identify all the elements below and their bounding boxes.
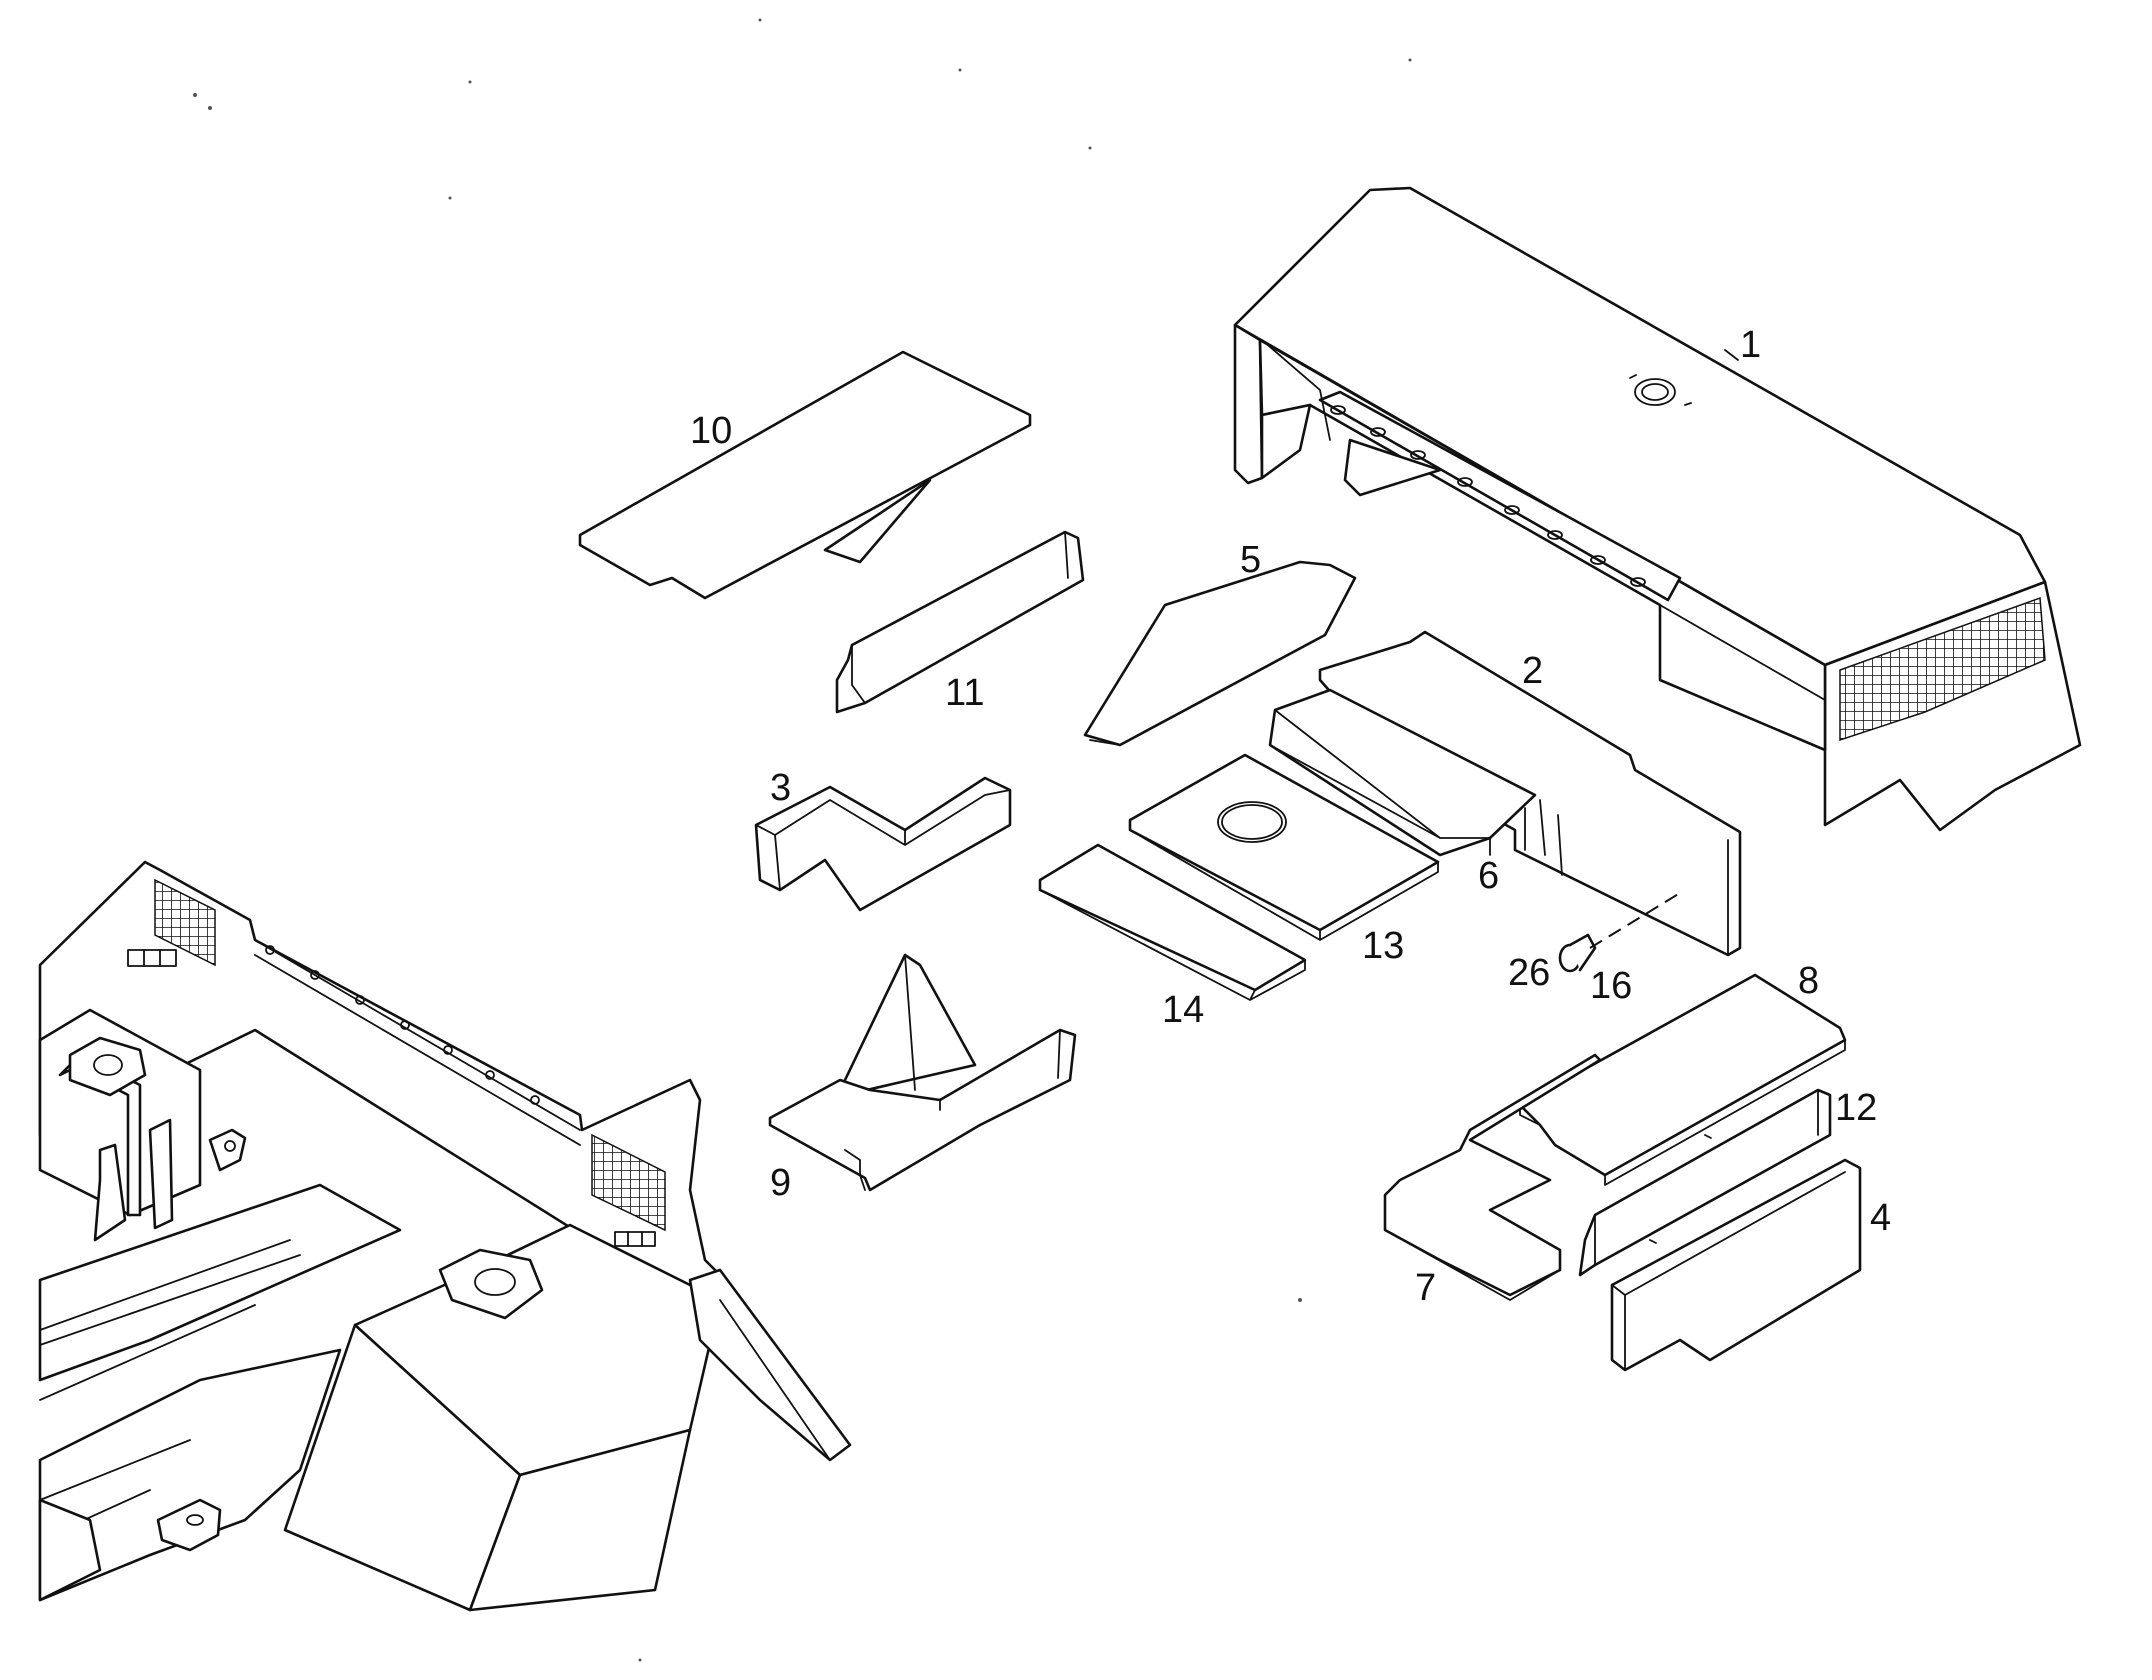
part-14-bar	[1038, 843, 1307, 1001]
part-16-knob	[1558, 892, 1681, 973]
part-4-panel	[1610, 1158, 1862, 1372]
callout-10: 10	[690, 410, 732, 452]
part-13-plate	[1128, 753, 1440, 941]
callout-7: 7	[1415, 1267, 1436, 1309]
callout-6: 6	[1478, 855, 1499, 897]
chassis-rail-holes	[265, 945, 540, 1105]
callout-2: 2	[1522, 650, 1543, 692]
callout-8: 8	[1798, 960, 1819, 1002]
part-1-hood	[1233, 186, 2082, 832]
callout-11: 11	[945, 672, 984, 714]
callout-14: 14	[1162, 989, 1204, 1031]
scan-specks	[193, 18, 1412, 1662]
callout-1: 1	[1740, 324, 1761, 366]
chassis-base	[38, 860, 852, 1612]
part-11-strip	[835, 530, 1085, 714]
part-5-wedge	[1083, 560, 1357, 747]
callout-4: 4	[1870, 1197, 1891, 1239]
callout-16: 16	[1590, 965, 1632, 1007]
callout-9: 9	[770, 1162, 791, 1204]
callout-26: 26	[1508, 952, 1550, 994]
callout-3: 3	[770, 767, 791, 809]
callout-labels: 1 10 5 11 2 3 6 13 14 26 16 8 12 9 4 7	[690, 324, 1891, 1309]
part-10-panel	[578, 350, 1032, 600]
part-6-slab	[1268, 688, 1537, 857]
part-9-trough	[768, 953, 1077, 1192]
hood-round-badge	[1634, 378, 1676, 406]
callout-5: 5	[1240, 539, 1261, 581]
part-7-floor	[1383, 1053, 1602, 1301]
callout-12: 12	[1835, 1087, 1877, 1129]
part-3-bracket	[754, 776, 1012, 912]
part-8-tray	[1518, 973, 1847, 1186]
hood-rail-slots	[1330, 405, 1646, 587]
part-12-strip	[1578, 1088, 1832, 1277]
callout-13: 13	[1362, 925, 1404, 967]
